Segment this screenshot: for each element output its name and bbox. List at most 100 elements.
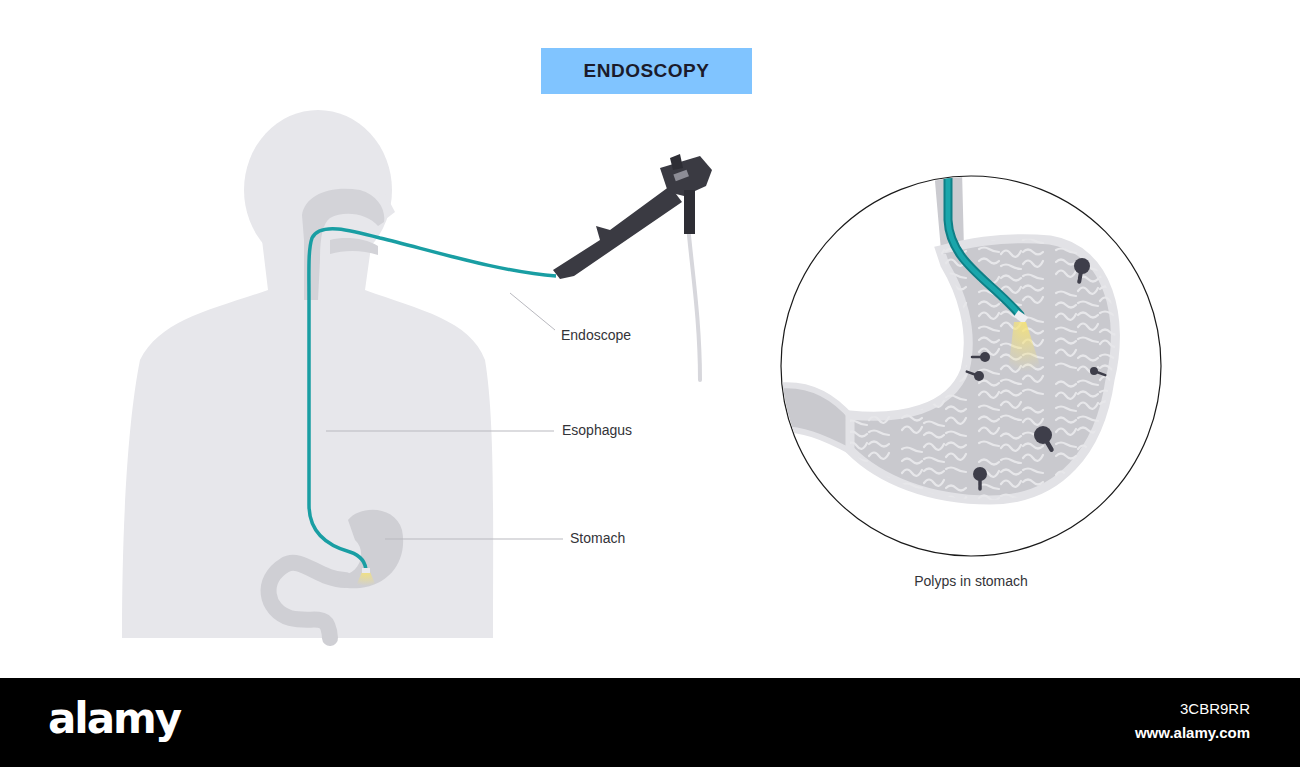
polyp <box>1074 258 1090 274</box>
mucosa-fold <box>1056 472 1076 478</box>
mucosa-fold <box>1001 459 1021 464</box>
mucosa-fold <box>924 444 944 450</box>
mucosa-fold <box>1001 416 1021 421</box>
mucosa-fold <box>869 431 889 436</box>
mucosa-fold <box>1001 276 1021 281</box>
mucosa-fold <box>924 329 944 335</box>
mucosa-fold <box>946 486 966 491</box>
mucosa-fold <box>924 300 944 305</box>
mucosa-fold <box>979 338 999 343</box>
mucosa-fold <box>946 328 966 333</box>
mucosa-fold <box>979 234 999 240</box>
mucosa-fold <box>1023 444 1043 449</box>
title: ENDOSCOPY <box>584 60 710 82</box>
mucosa-fold <box>847 249 867 255</box>
mucosa-fold <box>847 432 867 437</box>
mucosa-fold <box>1078 417 1098 422</box>
mucosa-fold <box>847 299 867 304</box>
endoscope-tube <box>309 229 556 572</box>
duodenum-closeup <box>770 385 852 452</box>
mucosa-fold <box>847 317 867 322</box>
mucosa-fold <box>924 286 944 292</box>
mucosa-fold <box>946 432 966 437</box>
mucosa-fold <box>1100 312 1120 317</box>
mucosa-fold <box>1023 261 1043 267</box>
mucosa-fold <box>869 442 889 447</box>
mucosa-fold <box>1100 287 1120 292</box>
mucosa-fold <box>924 354 944 359</box>
caption-label: Polyps in stomach <box>914 574 1028 588</box>
mucosa-fold <box>1056 429 1076 435</box>
mucosa-fold <box>869 338 889 344</box>
watermark-id: 3CBR9RR <box>1180 701 1250 716</box>
mucosa-fold <box>924 264 944 269</box>
mucosa-fold <box>924 494 944 499</box>
mucosa-fold <box>847 353 867 358</box>
mucosa-fold <box>1056 497 1076 502</box>
mucosa-fold <box>902 459 922 464</box>
mucosa-fold <box>1100 445 1120 450</box>
mucosa-fold <box>1001 434 1021 439</box>
mucosa-fold <box>869 352 889 357</box>
mucosa-fold <box>869 474 889 479</box>
mucosa-fold <box>1078 403 1098 409</box>
mucosa-fold <box>869 453 889 459</box>
mucosa-fold <box>869 259 889 265</box>
mucosa-fold <box>1023 419 1043 425</box>
mucosa-fold <box>902 448 922 453</box>
closeup-tube-highlight <box>948 170 1020 315</box>
mucosa-fold <box>946 353 966 358</box>
mucosa-fold <box>902 416 922 421</box>
part-label: Esophagus <box>562 423 632 437</box>
mucosa-fold <box>979 313 999 319</box>
mucosa-fold <box>979 327 999 332</box>
polyp <box>973 467 987 481</box>
mucosa-fold <box>869 302 889 308</box>
mucosa-fold <box>902 265 922 270</box>
mucosa-fold <box>979 485 999 490</box>
mucosa-fold <box>1056 328 1076 333</box>
mucosa-fold <box>979 442 999 447</box>
mucosa-fold <box>1056 271 1076 277</box>
mucosa-fold <box>847 407 867 413</box>
mucosa-fold <box>1001 445 1021 451</box>
mucosa-fold <box>902 484 922 489</box>
mucosa-fold <box>1056 339 1076 344</box>
mucosa-fold <box>946 454 966 460</box>
mucosa-fold <box>902 276 922 282</box>
mucosa-fold <box>1023 455 1043 461</box>
mucosa-fold <box>924 422 944 427</box>
mucosa-fold <box>1023 390 1043 395</box>
mucosa-fold <box>902 247 922 252</box>
mucosa-fold <box>979 406 999 411</box>
mucosa-fold <box>1001 391 1021 396</box>
mucosa-fold <box>902 369 922 374</box>
mucosa-fold <box>869 291 889 296</box>
mucosa-fold <box>1100 355 1120 360</box>
mucosa-fold <box>1100 298 1120 304</box>
mucosa-fold <box>1001 470 1021 475</box>
mucosa-fold <box>1100 366 1120 371</box>
mucosa-fold <box>1100 330 1120 335</box>
mucosa-fold <box>1100 481 1120 486</box>
mucosa-fold <box>979 428 999 434</box>
mucosa-fold <box>979 259 999 264</box>
mucosa-fold <box>924 275 944 280</box>
mucosa-fold <box>1078 482 1098 488</box>
mucosa-fold <box>1001 495 1021 500</box>
mucosa-fold <box>869 395 889 400</box>
mucosa-fold <box>1023 498 1043 504</box>
mucosa-fold <box>902 233 922 239</box>
mucosa-fold <box>902 337 922 342</box>
mucosa-fold <box>869 316 889 321</box>
stomach-closeup <box>770 170 1120 504</box>
mucosa-fold <box>1078 428 1098 433</box>
mucosa-fold <box>979 496 999 501</box>
mucosa-fold <box>847 364 867 370</box>
mucosa-fold <box>902 301 922 306</box>
mucosa-fold <box>1023 408 1043 413</box>
mucosa-fold <box>1100 251 1120 256</box>
mucosa-fold <box>1056 303 1076 308</box>
polyps <box>967 258 1105 489</box>
